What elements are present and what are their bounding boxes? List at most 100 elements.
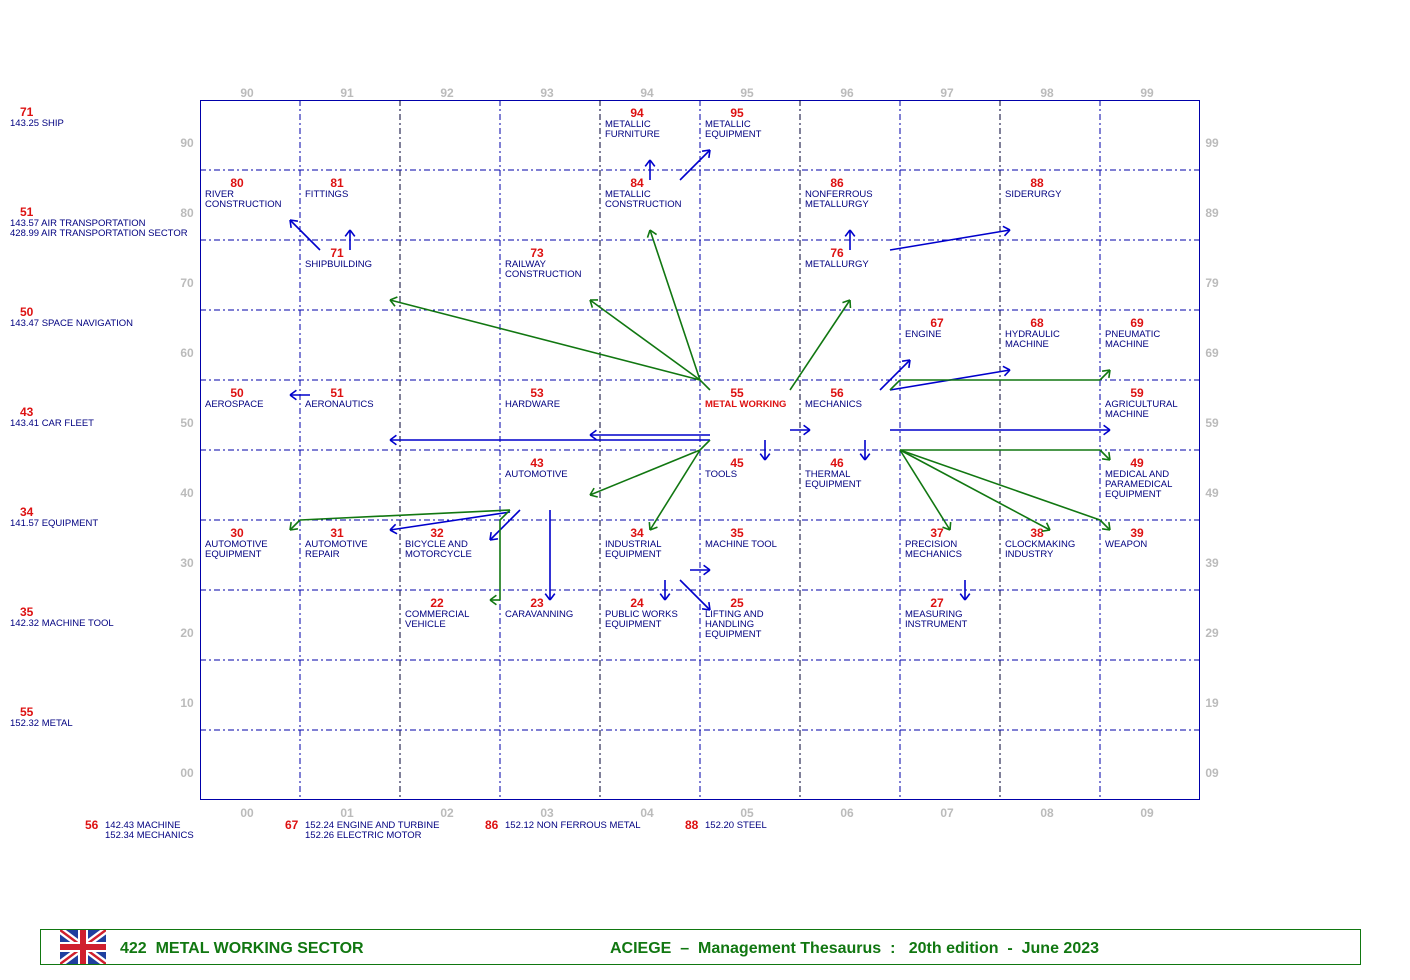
arrow-head [589, 429, 597, 436]
term-label: RAILWAY CONSTRUCTION [505, 259, 582, 280]
legend-text: 152.34 MECHANICS [105, 830, 194, 841]
legend-code: 35 [20, 605, 34, 619]
term-code: 67 [930, 316, 944, 330]
arrow-shaft [879, 359, 911, 391]
term-code: 86 [830, 176, 844, 190]
axis-label-bottom: 09 [1140, 806, 1154, 820]
arrow-shaft [899, 449, 1051, 531]
arrow-head [1002, 225, 1011, 231]
arrow-head [289, 521, 292, 531]
axis-label-right: 29 [1205, 626, 1219, 640]
axis-label-left: 10 [180, 696, 194, 710]
arrow-head [849, 229, 856, 237]
term-label: CARAVANNING [505, 609, 574, 620]
term-code: 76 [830, 246, 844, 260]
axis-label-right: 79 [1205, 276, 1219, 290]
term-label: MACHINE TOOL [705, 539, 777, 550]
axis-label-bottom: 00 [240, 806, 254, 820]
legend-text: 152.26 ELECTRIC MOTOR [305, 830, 422, 841]
term-code: 24 [630, 596, 644, 610]
arrow-shaft [489, 509, 521, 541]
term-code: 34 [630, 526, 644, 540]
footer-bar: 422 METAL WORKING SECTOR ACIEGE – Manage… [40, 929, 1361, 965]
term-code: 35 [730, 526, 744, 540]
arrow-shaft [679, 579, 711, 611]
arrow-head [959, 593, 966, 601]
arrow-head [289, 394, 297, 401]
term-code: 59 [1130, 386, 1144, 400]
arrow-head [589, 487, 595, 496]
term-label: MEDICAL AND PARAMEDICAL EQUIPMENT [1105, 469, 1173, 500]
axis-label-bottom: 03 [540, 806, 554, 820]
legend-text: 152.12 NON FERROUS METAL [505, 820, 641, 831]
axis-label-right: 49 [1205, 486, 1219, 500]
arrow-head [1003, 369, 1011, 377]
arrow-head [489, 531, 492, 541]
arrow-head [759, 453, 766, 461]
arrow-head [344, 229, 351, 237]
arrow-head [703, 564, 711, 571]
term-code: 81 [330, 176, 344, 190]
term-label: WEAPON [1105, 539, 1148, 550]
arrow-head [349, 229, 356, 237]
term-code: 84 [630, 176, 644, 190]
axis-label-top: 94 [640, 86, 654, 100]
axis-label-bottom: 01 [340, 806, 354, 820]
term-code: 56 [830, 386, 844, 400]
legend-code: 67 [285, 818, 299, 832]
term-label: METALLURGY [805, 259, 869, 270]
term-code: 23 [530, 596, 544, 610]
term-label: CLOCKMAKING INDUSTRY [1005, 539, 1076, 560]
arrow-head [1101, 528, 1111, 531]
axis-label-top: 92 [440, 86, 454, 100]
arrow-head [942, 526, 951, 531]
